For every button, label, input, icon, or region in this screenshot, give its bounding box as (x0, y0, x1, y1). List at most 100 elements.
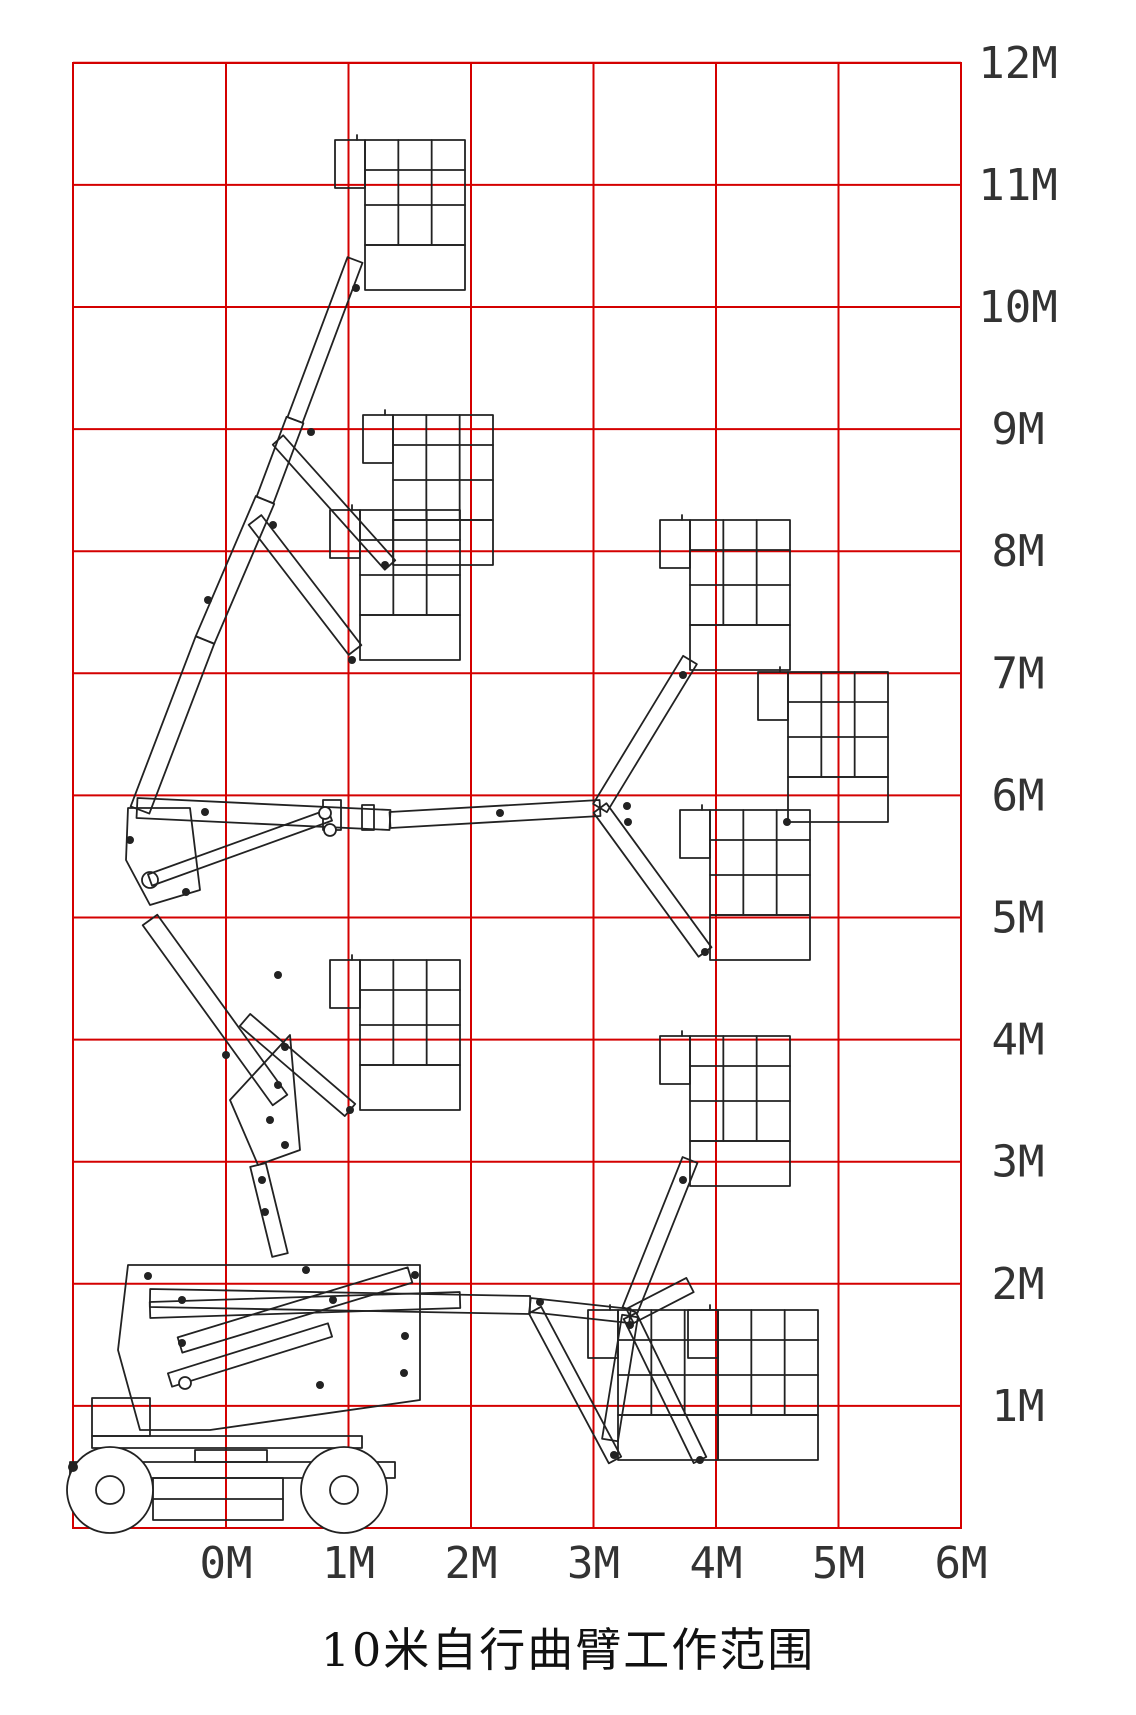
pivot-pin (258, 1176, 266, 1184)
platform-part (329, 959, 361, 1009)
y-tick-label: 12M (978, 38, 1057, 89)
platform-right-3m (659, 1030, 791, 1187)
x-tick-label: 6M (935, 1538, 988, 1589)
pivot-pin (281, 1141, 289, 1149)
platform-part (689, 1140, 791, 1187)
x-tick-label: 0M (200, 1538, 253, 1589)
pivot-pin (274, 971, 282, 979)
pivot-pin (178, 1296, 186, 1304)
platform-part (717, 1414, 819, 1461)
lift-cylinder (167, 1322, 333, 1388)
telescope-low (528, 1297, 632, 1324)
jib-lower-low (601, 1313, 639, 1443)
pivot-pin (274, 1081, 282, 1089)
platform-part (689, 1035, 791, 1142)
y-tick-label: 9M (992, 404, 1045, 455)
platform-part (587, 1309, 619, 1359)
pivot-pin (536, 1298, 544, 1306)
platform-part (787, 671, 889, 778)
pivot-pin (126, 836, 134, 844)
jib-rise-6m (592, 654, 698, 814)
main-boom-low (148, 1288, 532, 1315)
riser-upper (255, 415, 305, 505)
pivot-plate-6m (125, 807, 201, 906)
y-tick-label: 1M (992, 1381, 1045, 1432)
telescope-horizontal (388, 799, 602, 829)
pivot-pin (316, 1381, 324, 1389)
platform-part (659, 1035, 691, 1085)
pivot-pin (281, 1043, 289, 1051)
jib-mid-9m (247, 514, 363, 656)
pivot-pin (204, 596, 212, 604)
pivot-ring (318, 806, 332, 820)
pivot-pin (679, 671, 687, 679)
platform-8m (329, 504, 461, 661)
pivot-pin (411, 1271, 419, 1279)
platform-part (392, 414, 494, 521)
y-tick-label: 4M (992, 1015, 1045, 1066)
platform-part (709, 809, 811, 916)
pivot-pin (261, 1208, 269, 1216)
platform-part (617, 1414, 719, 1461)
platform-6m-high (659, 514, 791, 671)
diagram-title: 10米自行曲臂工作范围 (320, 1623, 816, 1677)
jib-rise-right (621, 1156, 699, 1314)
platform-part (359, 614, 461, 661)
lower-boom (148, 1291, 462, 1319)
front-hub (329, 1475, 359, 1505)
pivot-pin (346, 1106, 354, 1114)
fold-arm-4m (141, 913, 289, 1107)
pivot-pin (400, 1369, 408, 1377)
boom-clamp (361, 804, 375, 831)
chassis-deck (91, 1435, 363, 1449)
platform-part (329, 509, 361, 559)
pivot-pin (496, 809, 504, 817)
platform-6m-low (679, 804, 811, 961)
pivot-pin (624, 818, 632, 826)
jib-drop-6m (592, 802, 713, 958)
platform-6m-mid (757, 666, 889, 823)
pivot-pin (222, 1051, 230, 1059)
platform-part (359, 1064, 461, 1111)
turntable (117, 1264, 421, 1431)
y-tick-label: 10M (978, 282, 1057, 333)
pivot-pin (201, 808, 209, 816)
jib-4m (238, 1013, 357, 1117)
pivot-pin (623, 802, 631, 810)
pivot-pin (302, 1266, 310, 1274)
pivot-pin (266, 1116, 274, 1124)
pivot-pin (679, 1176, 687, 1184)
y-tick-label: 3M (992, 1137, 1045, 1188)
riser-mid (194, 495, 276, 645)
platform-low-2 (687, 1304, 819, 1461)
lift-cylinder-6m (147, 808, 333, 887)
platform-part (334, 139, 366, 189)
platform-part (687, 1309, 719, 1359)
y-tick-label: 7M (992, 648, 1045, 699)
x-tick-label: 5M (812, 1538, 865, 1589)
riser-lower (129, 635, 216, 815)
step-bar (194, 1449, 268, 1463)
pivot-pin (144, 1272, 152, 1280)
jib-top (286, 256, 364, 424)
platform-part (362, 414, 394, 464)
platform-top (334, 134, 466, 291)
jib-arm-low (527, 1305, 623, 1465)
pivot-pin (610, 1451, 618, 1459)
platform-low-1 (587, 1304, 719, 1461)
x-tick-label: 1M (322, 1538, 375, 1589)
pivot-pin (352, 284, 360, 292)
pivot-ring (178, 1376, 192, 1390)
platform-part (359, 959, 461, 1066)
y-tick-label: 11M (978, 160, 1057, 211)
y-tick-label: 6M (992, 770, 1045, 821)
pivot-pin (348, 656, 356, 664)
platform-part (659, 519, 691, 569)
platform-part (689, 624, 791, 671)
pivot-plate-4m (229, 1034, 301, 1166)
x-tick-label: 2M (445, 1538, 498, 1589)
pivot-ring (323, 823, 337, 837)
platform-4m (329, 954, 461, 1111)
y-tick-label: 8M (992, 526, 1045, 577)
jib-link-9m (271, 434, 397, 571)
